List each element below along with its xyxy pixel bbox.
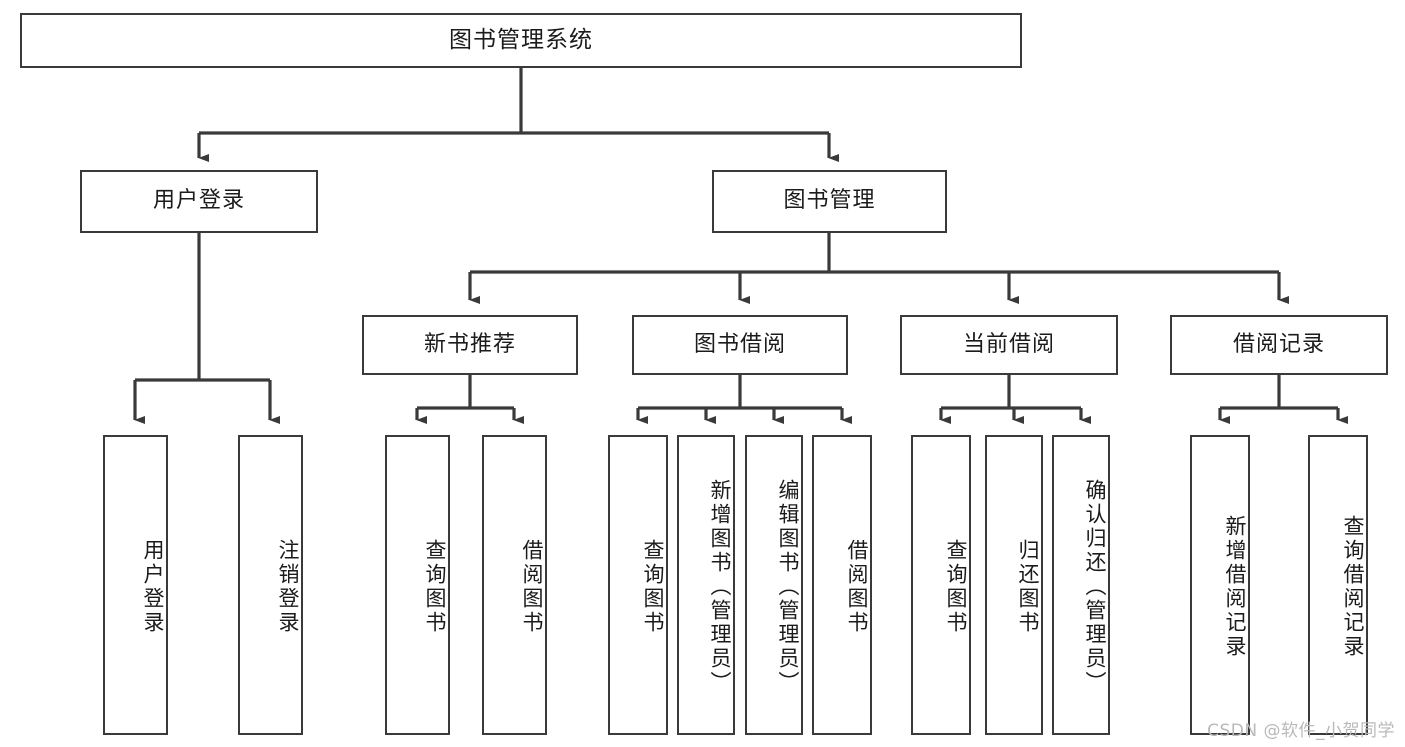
- node-label: 新书推荐: [423, 331, 516, 357]
- node-label: 图书管理系统: [449, 26, 593, 53]
- node-label: 确认归还（管理员）: [1083, 479, 1107, 695]
- node-label: 归还图书: [1016, 539, 1040, 635]
- node-borrowing-record[interactable]: 借阅记录: [1170, 315, 1388, 375]
- node-label: 用户登录: [152, 188, 245, 214]
- node-leaf-confirm-return-admin[interactable]: 确认归还（管理员）: [1052, 435, 1110, 735]
- node-label: 查询借阅记录: [1341, 515, 1365, 659]
- node-label: 注销登录: [276, 539, 300, 635]
- node-current-borrowing[interactable]: 当前借阅: [900, 315, 1118, 375]
- node-leaf-return-book[interactable]: 归还图书: [985, 435, 1043, 735]
- node-leaf-user-login[interactable]: 用户登录: [103, 435, 168, 735]
- node-leaf-borrow-book-recommend[interactable]: 借阅图书: [482, 435, 547, 735]
- node-leaf-query-book-borrowing[interactable]: 查询图书: [608, 435, 668, 735]
- node-label: 查询图书: [423, 539, 447, 635]
- node-label: 新增图书（管理员）: [708, 479, 732, 695]
- node-leaf-add-borrow-record[interactable]: 新增借阅记录: [1190, 435, 1250, 735]
- node-book-management[interactable]: 图书管理: [712, 170, 947, 233]
- node-label: 新增借阅记录: [1223, 515, 1247, 659]
- node-label: 借阅图书: [845, 539, 869, 635]
- node-leaf-add-book-admin[interactable]: 新增图书（管理员）: [677, 435, 735, 735]
- csdn-watermark: CSDN @软件_小贺同学: [1207, 721, 1395, 741]
- node-user-login[interactable]: 用户登录: [80, 170, 318, 233]
- node-leaf-query-book-current[interactable]: 查询图书: [911, 435, 971, 735]
- node-leaf-lend-book[interactable]: 借阅图书: [812, 435, 872, 735]
- node-new-book-recommendation[interactable]: 新书推荐: [362, 315, 578, 375]
- node-leaf-query-book-recommend[interactable]: 查询图书: [385, 435, 450, 735]
- node-label: 图书管理: [783, 188, 876, 214]
- node-label: 借阅图书: [520, 539, 544, 635]
- node-leaf-user-logout[interactable]: 注销登录: [238, 435, 303, 735]
- node-root-book-management-system[interactable]: 图书管理系统: [20, 13, 1022, 68]
- node-label: 用户登录: [141, 539, 165, 635]
- node-label: 查询图书: [641, 539, 665, 635]
- node-label: 图书借阅: [693, 331, 786, 357]
- node-leaf-edit-book-admin[interactable]: 编辑图书（管理员）: [745, 435, 803, 735]
- node-label: 当前借阅: [962, 331, 1055, 357]
- node-leaf-query-borrow-record[interactable]: 查询借阅记录: [1308, 435, 1368, 735]
- node-label: 查询图书: [944, 539, 968, 635]
- node-label: 借阅记录: [1232, 331, 1325, 357]
- node-book-borrowing[interactable]: 图书借阅: [632, 315, 848, 375]
- node-label: 编辑图书（管理员）: [776, 479, 800, 695]
